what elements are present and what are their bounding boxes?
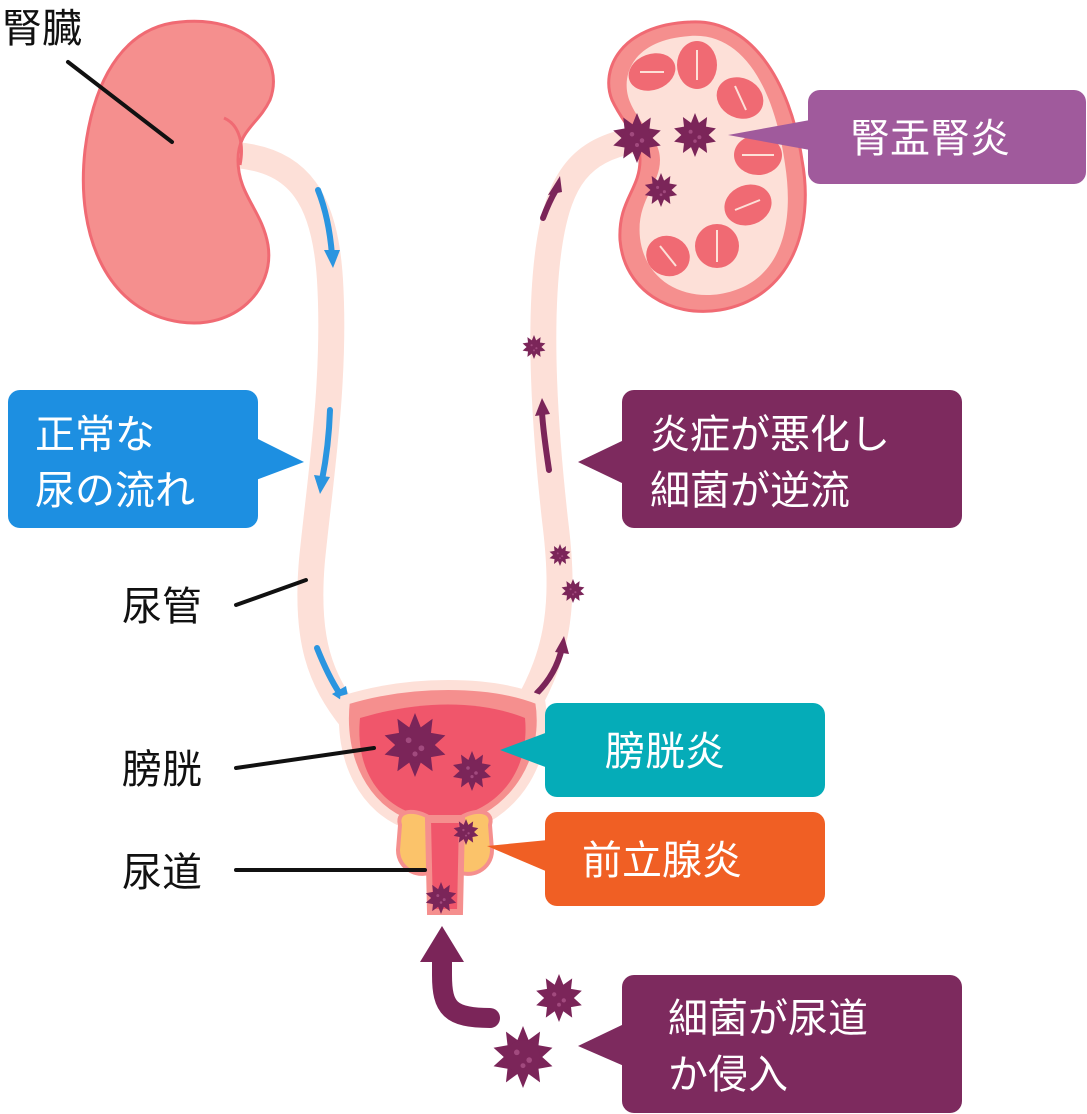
callout-pyelonephritis: 腎盂腎炎 — [728, 90, 1086, 184]
callout-prostatitis-text: 前立腺炎 — [582, 838, 742, 884]
callout-invasion: 細菌が尿道 か侵入 — [578, 975, 962, 1113]
label-bladder: 膀胱 — [122, 747, 202, 793]
callout-normal-flow-line1: 正常な — [35, 412, 155, 458]
entry-arrow — [432, 945, 500, 1028]
leader-lines — [66, 60, 427, 872]
left-kidney — [81, 19, 275, 325]
callout-invasion-line1: 細菌が尿道 — [668, 996, 868, 1042]
backflow-arrows — [534, 176, 569, 696]
callout-normal-flow: 正常な 尿の流れ — [8, 390, 304, 528]
label-urethra: 尿道 — [122, 850, 202, 896]
callout-backflow: 炎症が悪化し 細菌が逆流 — [578, 390, 962, 528]
right-ureter — [512, 127, 648, 723]
callout-prostatitis: 前立腺炎 — [487, 812, 825, 906]
callout-pyelonephritis-text: 腎盂腎炎 — [850, 116, 1010, 162]
entry-arrow-head — [420, 926, 464, 962]
callout-normal-flow-line2: 尿の流れ — [35, 468, 195, 514]
callout-invasion-line2: か侵入 — [668, 1052, 788, 1098]
callout-backflow-line2: 細菌が逆流 — [650, 468, 850, 514]
right-kidney-section — [607, 20, 807, 313]
callout-backflow-line1: 炎症が悪化し — [650, 412, 890, 458]
callout-cystitis: 膀胱炎 — [500, 703, 825, 797]
normal-flow-arrows — [314, 187, 350, 706]
label-kidney: 腎臓 — [2, 6, 82, 52]
callout-cystitis-text: 膀胱炎 — [605, 729, 725, 775]
label-ureter: 尿管 — [122, 584, 202, 630]
